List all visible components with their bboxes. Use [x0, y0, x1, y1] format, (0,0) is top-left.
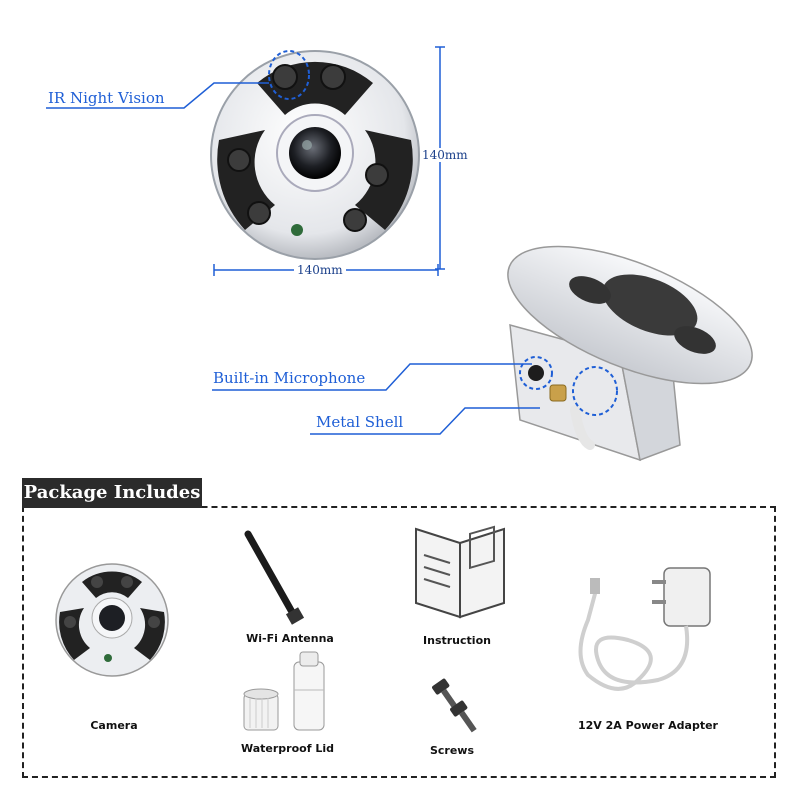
- screws-image: [428, 668, 488, 738]
- height-dimension-label: 140mm: [420, 148, 470, 162]
- screws-caption: Screws: [429, 744, 475, 757]
- wifi-antenna-caption: Wi-Fi Antenna: [246, 632, 334, 645]
- camera-caption: Camera: [90, 719, 138, 732]
- ir-night-vision-callout-line: [44, 45, 324, 115]
- power-adapter-image: [568, 560, 728, 710]
- package-camera-image: [52, 560, 172, 680]
- power-adapter-caption: 12V 2A Power Adapter: [578, 719, 718, 732]
- microphone-callout-line: [210, 360, 540, 440]
- wifi-antenna-image: [240, 530, 320, 630]
- width-dimension-label: 140mm: [294, 263, 346, 277]
- waterproof-lid-caption: Waterproof Lid: [241, 742, 334, 755]
- instruction-caption: Instruction: [423, 634, 491, 647]
- package-contents-box: [22, 506, 776, 778]
- instruction-image: [410, 525, 510, 620]
- metal-shell-label: Metal Shell: [316, 413, 404, 431]
- package-includes-title: Package Includes: [22, 478, 202, 508]
- ir-night-vision-label: IR Night Vision: [48, 89, 165, 107]
- camera-side-view: [480, 245, 780, 475]
- waterproof-lid-image: [238, 650, 338, 735]
- built-in-microphone-label: Built-in Microphone: [213, 369, 366, 387]
- camera-front-view: [205, 45, 425, 265]
